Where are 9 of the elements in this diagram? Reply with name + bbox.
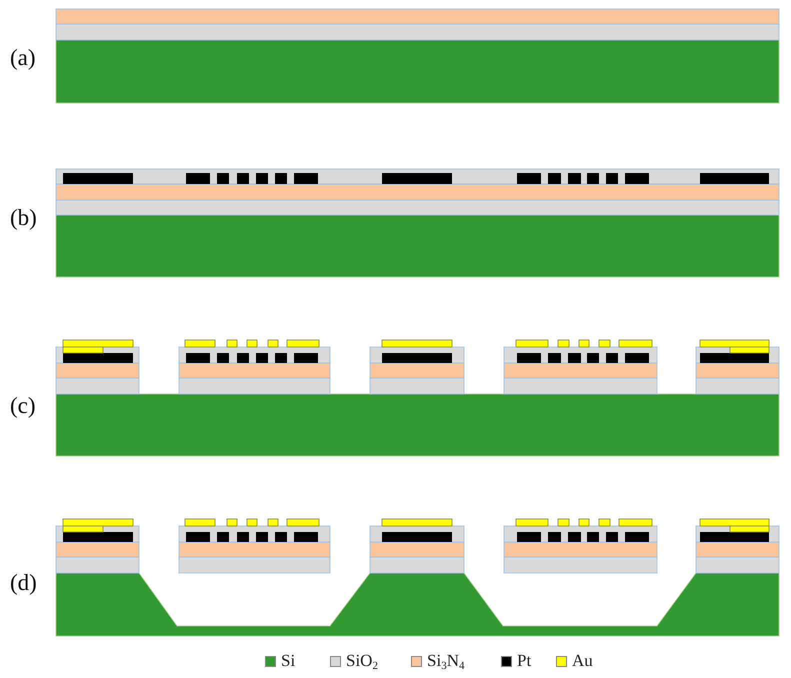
panel-label: (a) — [10, 45, 36, 71]
legend-label: Si$_{3}$N$_{4}$ — [427, 651, 464, 671]
panel-label: (c) — [10, 393, 36, 419]
legend-label: Pt — [517, 651, 532, 671]
legend-label: Si — [281, 651, 296, 671]
legend-label: Au — [572, 651, 593, 671]
panel-label: (b) — [10, 205, 37, 231]
legend-label: SiO$_{2}$ — [346, 651, 378, 671]
panel-label: (d) — [10, 570, 37, 596]
